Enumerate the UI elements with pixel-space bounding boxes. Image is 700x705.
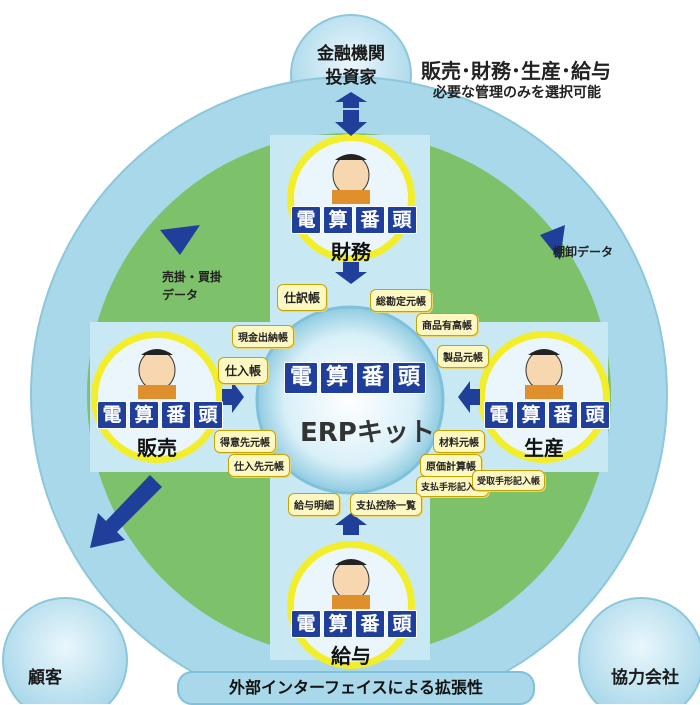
banner-char: 頭: [193, 401, 223, 429]
ledger-product-stock: 商品有高帳: [416, 313, 478, 336]
ledger-journal: 仕訳帳: [277, 284, 328, 311]
ledger-customer: 得意先元帳: [214, 430, 276, 453]
ledger-deduction: 支払控除一覧: [350, 493, 422, 516]
banner-char: 番: [355, 610, 385, 638]
core-product-label: ERPキット: [300, 418, 435, 448]
banner-char: 番: [356, 362, 390, 394]
arrow-ring-right: [540, 225, 565, 260]
ledger-purchase: 仕入帳: [218, 357, 269, 384]
finance-label: 財務: [331, 240, 371, 264]
receivables-line1: 売掛・買掛: [162, 270, 223, 284]
receivables-line2: データ: [162, 288, 199, 302]
banner-char: 頭: [387, 206, 417, 234]
banner-char: 番: [548, 401, 578, 429]
banner-char: 番: [161, 401, 191, 429]
production-banner: 電 算 番 頭: [484, 401, 610, 429]
character-payroll-icon: [332, 559, 370, 609]
arrow-finance-core: [335, 262, 367, 284]
header-title: 販売･財務･生産･給与: [421, 59, 611, 83]
ledger-supplier: 仕入先元帳: [228, 454, 290, 477]
customers-label: 顧客: [28, 668, 62, 688]
arrow-payroll-core: [335, 513, 367, 535]
investors-label-line2: 投資家: [325, 68, 377, 88]
footer-banner: 外部インターフェイスによる拡張性: [177, 671, 535, 705]
payroll-banner: 電 算 番 頭: [291, 610, 417, 638]
ledger-material: 材料元帳: [433, 430, 485, 453]
banner-char: 電: [97, 401, 127, 429]
banner-char: 電: [291, 610, 321, 638]
receivables-flow-label: 売掛・買掛 データ: [162, 268, 222, 304]
banner-char: 算: [323, 206, 353, 234]
arrow-investors-finance: [335, 110, 367, 136]
banner-char: 頭: [580, 401, 610, 429]
character-production-icon: [525, 349, 563, 399]
ledger-product: 製品元帳: [437, 345, 489, 368]
banner-char: 電: [284, 362, 318, 394]
banner-char: 算: [516, 401, 546, 429]
ledger-cost: 原価計算帳: [420, 454, 482, 477]
inventory-flow-label: 棚卸データ: [553, 245, 614, 259]
core-banner: 電 算 番 頭: [284, 362, 426, 394]
ledger-notes-receivable: 受取手形記入帳: [472, 470, 546, 491]
partners-node: [578, 597, 700, 704]
ledger-general: 総勘定元帳: [370, 289, 432, 312]
banner-char: 電: [291, 206, 321, 234]
banner-char: 頭: [392, 362, 426, 394]
banner-char: 番: [355, 206, 385, 234]
banner-char: 算: [323, 610, 353, 638]
production-label: 生産: [524, 436, 564, 460]
customers-node: [2, 597, 128, 704]
sales-banner: 電 算 番 頭: [97, 401, 223, 429]
payroll-label: 給与: [331, 644, 371, 668]
partners-label: 協力会社: [611, 668, 679, 688]
finance-banner: 電 算 番 頭: [291, 206, 417, 234]
header-subtitle: 必要な管理のみを選択可能: [433, 85, 601, 101]
character-sales-icon: [138, 349, 176, 399]
footer-text: 外部インターフェイスによる拡張性: [228, 678, 484, 697]
investors-label-line1: 金融機関: [317, 44, 385, 64]
core-circle: [255, 305, 445, 495]
banner-char: 頭: [387, 610, 417, 638]
investors-label: 金融機関 投資家: [301, 42, 401, 90]
ledger-payslip: 給与明細: [288, 493, 340, 516]
ledger-cash-book: 現金出納帳: [232, 325, 294, 348]
arrow-ring-left: [160, 225, 200, 255]
arrow-sales-core: [222, 381, 244, 413]
banner-char: 電: [484, 401, 514, 429]
arrow-production-core: [458, 381, 480, 413]
arrow-sales-customers: [90, 475, 162, 548]
character-finance-icon: [332, 154, 370, 204]
sales-label: 販売: [137, 436, 177, 460]
banner-char: 算: [129, 401, 159, 429]
banner-char: 算: [320, 362, 354, 394]
